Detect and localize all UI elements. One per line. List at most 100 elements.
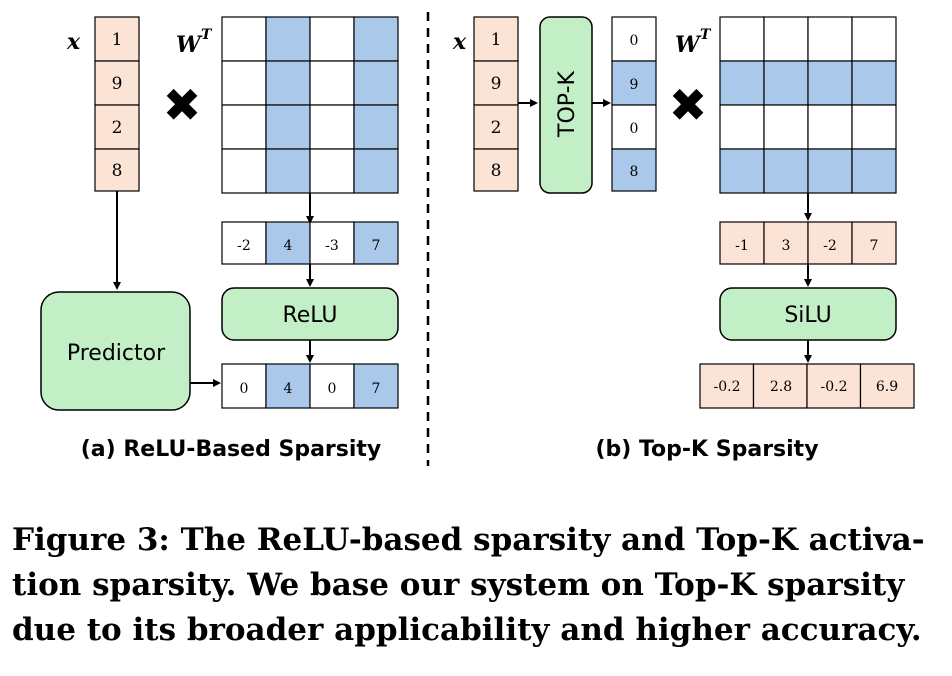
right-x-cell	[473, 60, 519, 106]
left-w-sup: T	[201, 27, 213, 43]
topk-value: 9	[630, 77, 639, 93]
left-x-label: x	[66, 29, 81, 55]
right-weight-cell	[851, 16, 897, 62]
left-weight-cell	[221, 16, 267, 62]
left-x-cell	[94, 104, 140, 150]
right-weight-cell	[719, 60, 765, 106]
left-weight-matrix	[221, 16, 399, 194]
left-x-value: 1	[112, 30, 123, 50]
right-weight-cell	[807, 16, 853, 62]
right-pre-value: 7	[870, 238, 879, 254]
right-pre-value: -2	[823, 238, 837, 254]
right-x-label: x	[452, 29, 467, 55]
multiply-icon: ✖	[163, 78, 202, 132]
right-pre-activation	[719, 221, 897, 265]
right-weight-cell	[763, 16, 809, 62]
left-weight-cell	[353, 16, 399, 62]
topk-box	[539, 16, 593, 194]
right-x-cell	[473, 148, 519, 192]
right-weight-matrix	[719, 16, 897, 194]
left-pre-cell	[221, 221, 267, 265]
left-x-value: 2	[112, 118, 123, 138]
right-w-sup: T	[700, 27, 712, 43]
topk-value: 0	[630, 121, 639, 137]
predictor-label: Predictor	[67, 341, 166, 366]
right-weight-cell	[763, 60, 809, 106]
relu-label: ReLU	[282, 303, 337, 328]
left-x-cell	[94, 148, 140, 192]
relu-panel: x 1 9 2 8 ✖ W T -2 4 -3 7 ReLU	[40, 16, 399, 462]
right-pre-cell	[719, 221, 765, 265]
right-output-value: 6.9	[876, 379, 898, 395]
left-subcaption: (a) ReLU-Based Sparsity	[81, 437, 382, 462]
right-x-value: 2	[491, 118, 502, 138]
left-output-cell	[353, 363, 399, 409]
left-weight-cell	[353, 60, 399, 106]
right-subcaption: (b) Top-K Sparsity	[595, 437, 818, 462]
left-output-value: 0	[328, 381, 337, 397]
left-output	[221, 363, 399, 409]
left-weight-cell	[353, 104, 399, 150]
left-output-cell	[265, 363, 311, 409]
left-output-cell	[221, 363, 267, 409]
right-x-vector: 1 9 2 8	[473, 16, 519, 192]
figure-caption: Figure 3: The ReLU-based sparsity and To…	[12, 522, 925, 648]
topk-cell	[611, 60, 657, 106]
topk-cell	[611, 148, 657, 192]
right-x-value: 9	[491, 74, 502, 94]
right-weight-cell	[807, 60, 853, 106]
right-weight-cell	[807, 104, 853, 150]
left-pre-value: 4	[284, 238, 293, 254]
right-pre-value: 3	[782, 238, 791, 254]
left-weight-cell	[221, 60, 267, 106]
left-pre-value: 7	[372, 238, 381, 254]
left-pre-cell	[353, 221, 399, 265]
left-weight-cell	[265, 148, 311, 194]
left-pre-cell	[265, 221, 311, 265]
left-x-value: 8	[112, 161, 123, 181]
left-pre-value: -3	[325, 238, 339, 254]
left-output-value: 7	[372, 381, 381, 397]
right-pre-cell	[763, 221, 809, 265]
topk-vector	[611, 16, 657, 192]
left-weight-cell	[309, 104, 355, 150]
right-weight-cell	[763, 104, 809, 150]
left-output-cell	[309, 363, 355, 409]
right-x-value: 8	[491, 161, 502, 181]
right-weight-cell	[763, 148, 809, 194]
left-pre-activation	[221, 221, 399, 265]
right-x-cell	[473, 16, 519, 62]
left-output-value: 4	[284, 381, 293, 397]
silu-label: SiLU	[784, 303, 831, 328]
topk-label: TOP-K	[555, 70, 580, 137]
left-weight-cell	[309, 16, 355, 62]
left-weight-cell	[221, 148, 267, 194]
left-pre-cell	[309, 221, 355, 265]
left-x-value: 9	[112, 74, 123, 94]
right-output-cell	[806, 363, 862, 409]
left-x-cell	[94, 16, 140, 62]
right-output	[699, 363, 915, 409]
left-weight-cell	[265, 60, 311, 106]
topk-cell	[611, 104, 657, 150]
right-weight-cell	[719, 16, 765, 62]
right-pre-cell	[807, 221, 853, 265]
right-output-cell	[859, 363, 915, 409]
left-weight-cell	[265, 104, 311, 150]
right-x-cell	[473, 104, 519, 150]
right-output-value: 2.8	[770, 379, 792, 395]
right-weight-cell	[851, 60, 897, 106]
right-weight-cell	[719, 104, 765, 150]
right-output-cell	[699, 363, 755, 409]
topk-value: 8	[630, 164, 639, 180]
left-output-value: 0	[240, 381, 249, 397]
right-w-label: W	[675, 32, 702, 58]
right-weight-cell	[719, 148, 765, 194]
left-weight-cell	[265, 16, 311, 62]
right-weight-cell	[851, 148, 897, 194]
left-weight-cell	[309, 60, 355, 106]
left-weight-cell	[221, 104, 267, 150]
topk-value: 0	[630, 33, 639, 49]
left-weight-cell	[353, 148, 399, 194]
left-pre-value: -2	[237, 238, 251, 254]
